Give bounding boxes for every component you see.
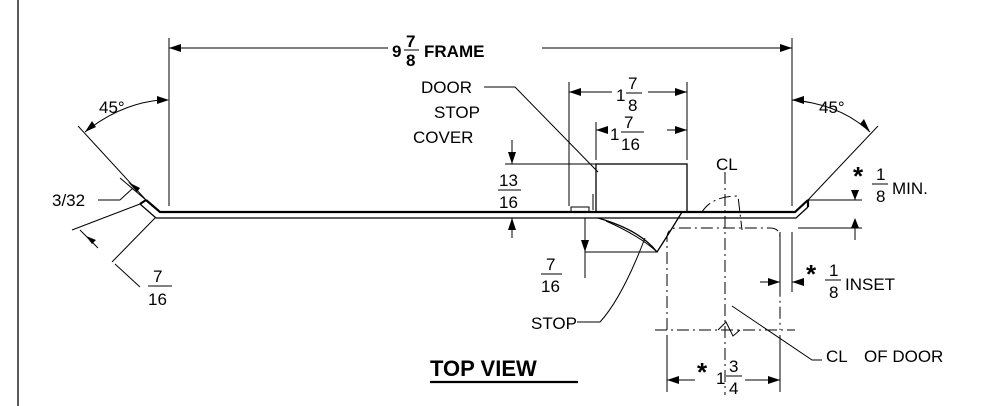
cl-of-door-leader: [731, 305, 822, 361]
frame-dim-whole: 9: [392, 42, 401, 61]
depth-numerator: 13: [499, 171, 518, 190]
inset-denominator: 8: [829, 283, 838, 302]
view-title: TOP VIEW: [430, 356, 537, 381]
metal-thickness-dimension: [98, 177, 147, 201]
centerline-symbol: CL: [716, 155, 738, 174]
stop-depth-denominator: 16: [541, 277, 560, 296]
stop-width-whole: 1: [616, 86, 625, 105]
stop-width-denominator: 8: [628, 96, 637, 115]
depth-denominator: 16: [499, 193, 518, 212]
door-stop-cover-leader: [484, 86, 599, 173]
frame-dim-denominator: 8: [406, 51, 415, 70]
inset-text: INSET: [845, 275, 895, 294]
cover-width-numerator: 7: [624, 113, 633, 132]
cl-of-door-text: OF DOOR: [864, 347, 943, 366]
stop-depth-dimension: [581, 218, 656, 278]
stop-width-dimension: [568, 82, 688, 206]
metal-thickness-label: 3/32: [52, 191, 85, 210]
angle-left-label: 45°: [99, 98, 125, 117]
min-numerator: 1: [876, 165, 885, 184]
door-stop-cover-label-line1: DOOR: [421, 78, 472, 97]
inset-dimension: [760, 232, 804, 292]
door-stop-cover-label-line2: STOP: [434, 103, 480, 122]
return-denominator: 16: [148, 290, 167, 309]
door-stop-cover-label-line3: COVER: [413, 128, 473, 147]
return-numerator: 7: [153, 267, 162, 286]
angle-right-label: 45°: [819, 98, 845, 117]
min-asterisk: *: [853, 161, 864, 191]
door-thickness-dimension: [666, 335, 781, 392]
min-denominator: 8: [876, 187, 885, 206]
frame-dim-text: FRAME: [424, 42, 484, 61]
stop-label: STOP: [531, 314, 577, 333]
inset-asterisk: *: [806, 259, 817, 289]
door-denominator: 4: [729, 379, 738, 398]
door-whole: 1: [716, 369, 725, 388]
svg-text:CL: CL: [826, 347, 848, 366]
frame-profile: [139, 199, 810, 219]
min-text: MIN.: [892, 179, 928, 198]
angle-right-dimension: [791, 96, 879, 201]
door-stop: [570, 194, 683, 254]
svg-text:CL: CL: [716, 155, 738, 174]
frame-width-dimension: [168, 38, 793, 206]
cl-of-door-symbol: CL: [826, 347, 848, 366]
cover-width-dimension: [595, 122, 687, 160]
cover-width-whole: 1: [610, 125, 619, 144]
depth-dimension: [505, 140, 596, 238]
door-stop-cover: [595, 163, 688, 213]
cover-width-denominator: 16: [621, 135, 640, 154]
frame-dim-numerator: 7: [406, 32, 415, 51]
stop-depth-numerator: 7: [546, 255, 555, 274]
door-asterisk: *: [697, 357, 708, 387]
door-numerator: 3: [729, 357, 738, 376]
stop-width-numerator: 7: [628, 74, 637, 93]
inset-numerator: 1: [829, 261, 838, 280]
min-dimension: [798, 190, 862, 240]
return-dimension: [71, 203, 156, 288]
stop-leader: [577, 237, 646, 323]
